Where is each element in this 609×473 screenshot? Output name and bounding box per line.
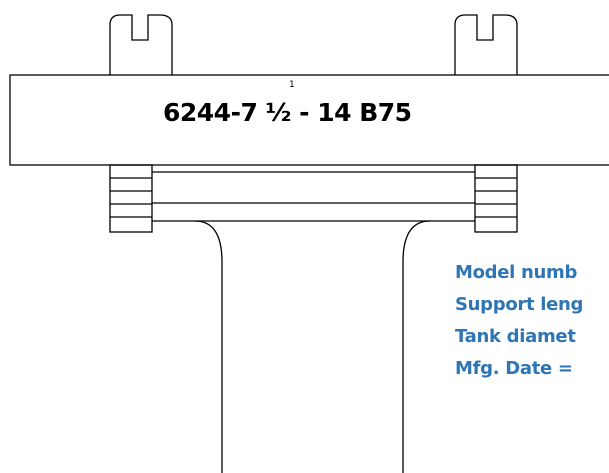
legend-model-number: Model numb [455, 262, 578, 283]
legend-support-length: Support leng [455, 294, 584, 315]
clamp-band [152, 171, 475, 222]
left-threaded-stud [109, 164, 153, 233]
support-stem-left [194, 220, 223, 473]
footnote-marker: 1 [289, 80, 295, 90]
legend-mfg-date: Mfg. Date = [455, 358, 573, 379]
model-code: 6244-7 ½ - 14 B75 [163, 98, 412, 127]
support-stem-right [402, 220, 431, 473]
right-screw-head [454, 14, 518, 75]
nameplate-body [9, 74, 609, 166]
legend-tank-diameter: Tank diamet [455, 326, 576, 347]
left-screw-head [109, 14, 173, 75]
right-threaded-stud [474, 164, 518, 233]
